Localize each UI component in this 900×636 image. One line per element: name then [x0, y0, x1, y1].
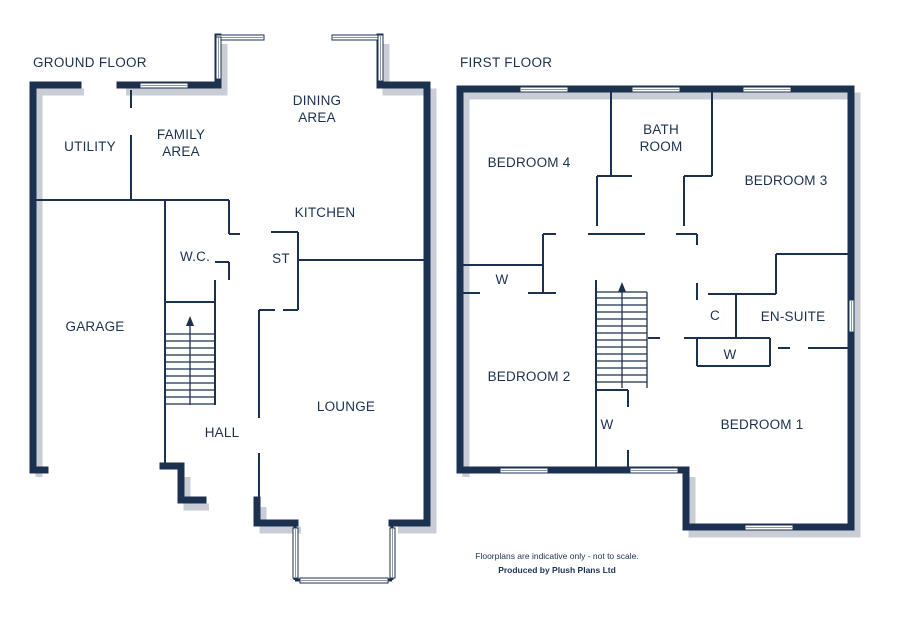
room-label-family-area-line1: FAMILY — [156, 127, 206, 142]
room-label-lounge: LOUNGE — [316, 399, 376, 414]
ground-floor-windows — [139, 34, 396, 584]
room-label-bedroom-2: BEDROOM 2 — [487, 369, 571, 384]
producer-credit: Produced by Plush Plans Ltd — [498, 565, 616, 575]
first-floor-staircase — [597, 282, 648, 388]
room-label-hall: HALL — [204, 425, 240, 440]
first-floor-interior-walls — [462, 91, 849, 468]
ground-floor-title: GROUND FLOOR — [33, 55, 147, 70]
room-label-dining-area-line1: DINING — [292, 93, 342, 108]
room-label-wardrobe-landing: W — [600, 417, 614, 432]
room-label-bedroom-4: BEDROOM 4 — [487, 155, 571, 170]
room-label-en-suite: EN-SUITE — [760, 309, 826, 324]
first-floor-windows — [499, 86, 855, 531]
wall-shadows — [35, 44, 861, 538]
room-label-kitchen: KITCHEN — [294, 205, 356, 220]
ground-floor-interior-walls — [33, 90, 425, 500]
first-floor-title: FIRST FLOOR — [460, 55, 553, 70]
room-label-bathroom-line2: ROOM — [639, 139, 683, 154]
room-label-wardrobe-bedroom-4: W — [495, 272, 509, 287]
first-floor-exterior-walls — [456, 85, 855, 531]
room-label-bathroom-line1: BATH — [643, 122, 679, 137]
room-label-family-area-line2: AREA — [162, 144, 200, 159]
ground-floor-exterior-walls — [29, 33, 431, 582]
room-label-bedroom-1: BEDROOM 1 — [720, 417, 804, 432]
disclaimer-text: Floorplans are indicative only - not to … — [475, 551, 639, 561]
room-label-garage: GARAGE — [65, 319, 125, 334]
room-label-wardrobe-bedroom-1: W — [723, 347, 737, 362]
room-label-wc: W.C. — [179, 249, 211, 264]
room-label-storage: ST — [272, 251, 290, 266]
room-label-utility: UTILITY — [64, 139, 116, 154]
room-label-bedroom-3: BEDROOM 3 — [744, 173, 828, 188]
ground-floor-staircase — [166, 316, 214, 405]
room-label-cupboard: C — [710, 308, 720, 323]
room-label-dining-area-line2: AREA — [298, 110, 336, 125]
